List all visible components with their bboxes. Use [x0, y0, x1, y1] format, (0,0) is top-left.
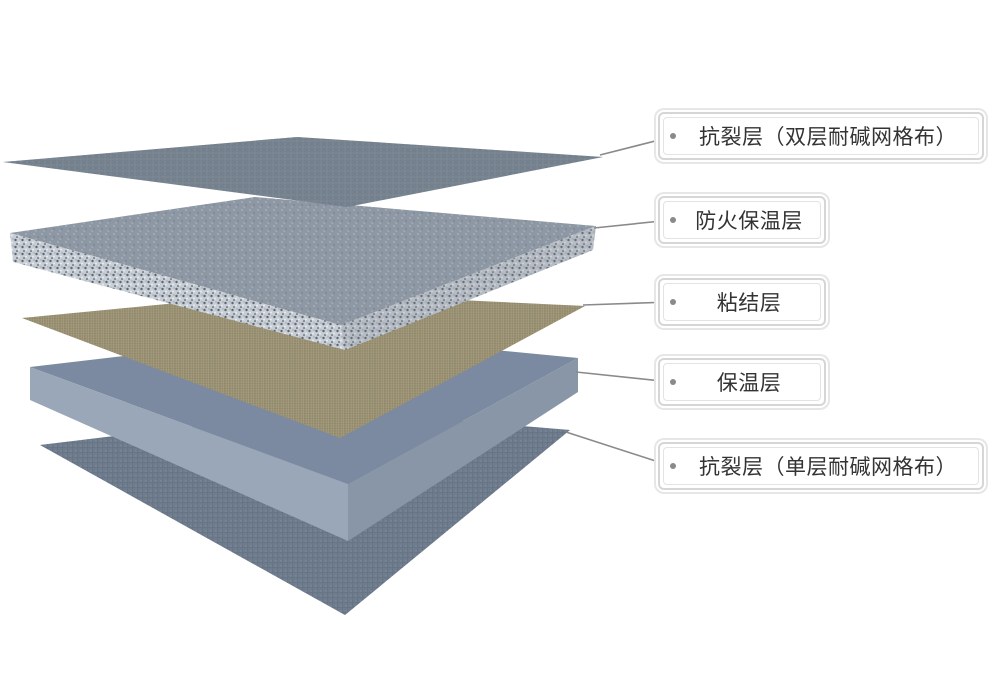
label-fire-insulation-layer: 防火保温层	[658, 196, 826, 244]
top-mesh-layer	[3, 137, 603, 207]
leader-line-bonding	[582, 301, 672, 306]
label-text: 抗裂层（单层耐碱网格布）	[699, 455, 957, 479]
label-crack-resistant-double-mesh: 抗裂层（双层耐碱网格布）	[658, 112, 984, 160]
fire-insulation-top	[10, 197, 596, 325]
fire-insulation-front	[10, 233, 345, 350]
leader-dot	[670, 463, 676, 469]
label-text: 抗裂层（双层耐碱网格布）	[699, 125, 957, 149]
bonding-layer-tint	[22, 292, 585, 438]
leader-dot	[670, 299, 676, 305]
label-bonding-layer: 粘结层	[658, 278, 826, 326]
leader-dot	[670, 217, 676, 223]
fire-insulation-side	[341, 226, 596, 350]
leader-dot	[670, 379, 676, 385]
label-insulation-layer: 保温层	[658, 358, 826, 406]
bonding-layer	[22, 292, 585, 438]
label-text: 粘结层	[716, 291, 782, 315]
fire-insulation-side-shade	[341, 226, 596, 350]
label-text: 保温层	[716, 371, 782, 395]
top-mesh-tint	[3, 137, 603, 207]
insulation-layer-front	[30, 367, 348, 541]
leader-line-bottom-mesh	[565, 431, 672, 467]
leader-line-insulation	[575, 371, 672, 383]
label-crack-resistant-single-mesh: 抗裂层（单层耐碱网格布）	[658, 442, 984, 490]
label-text: 防火保温层	[695, 209, 803, 233]
leader-dot	[670, 133, 676, 139]
insulation-layer-side	[348, 358, 578, 541]
